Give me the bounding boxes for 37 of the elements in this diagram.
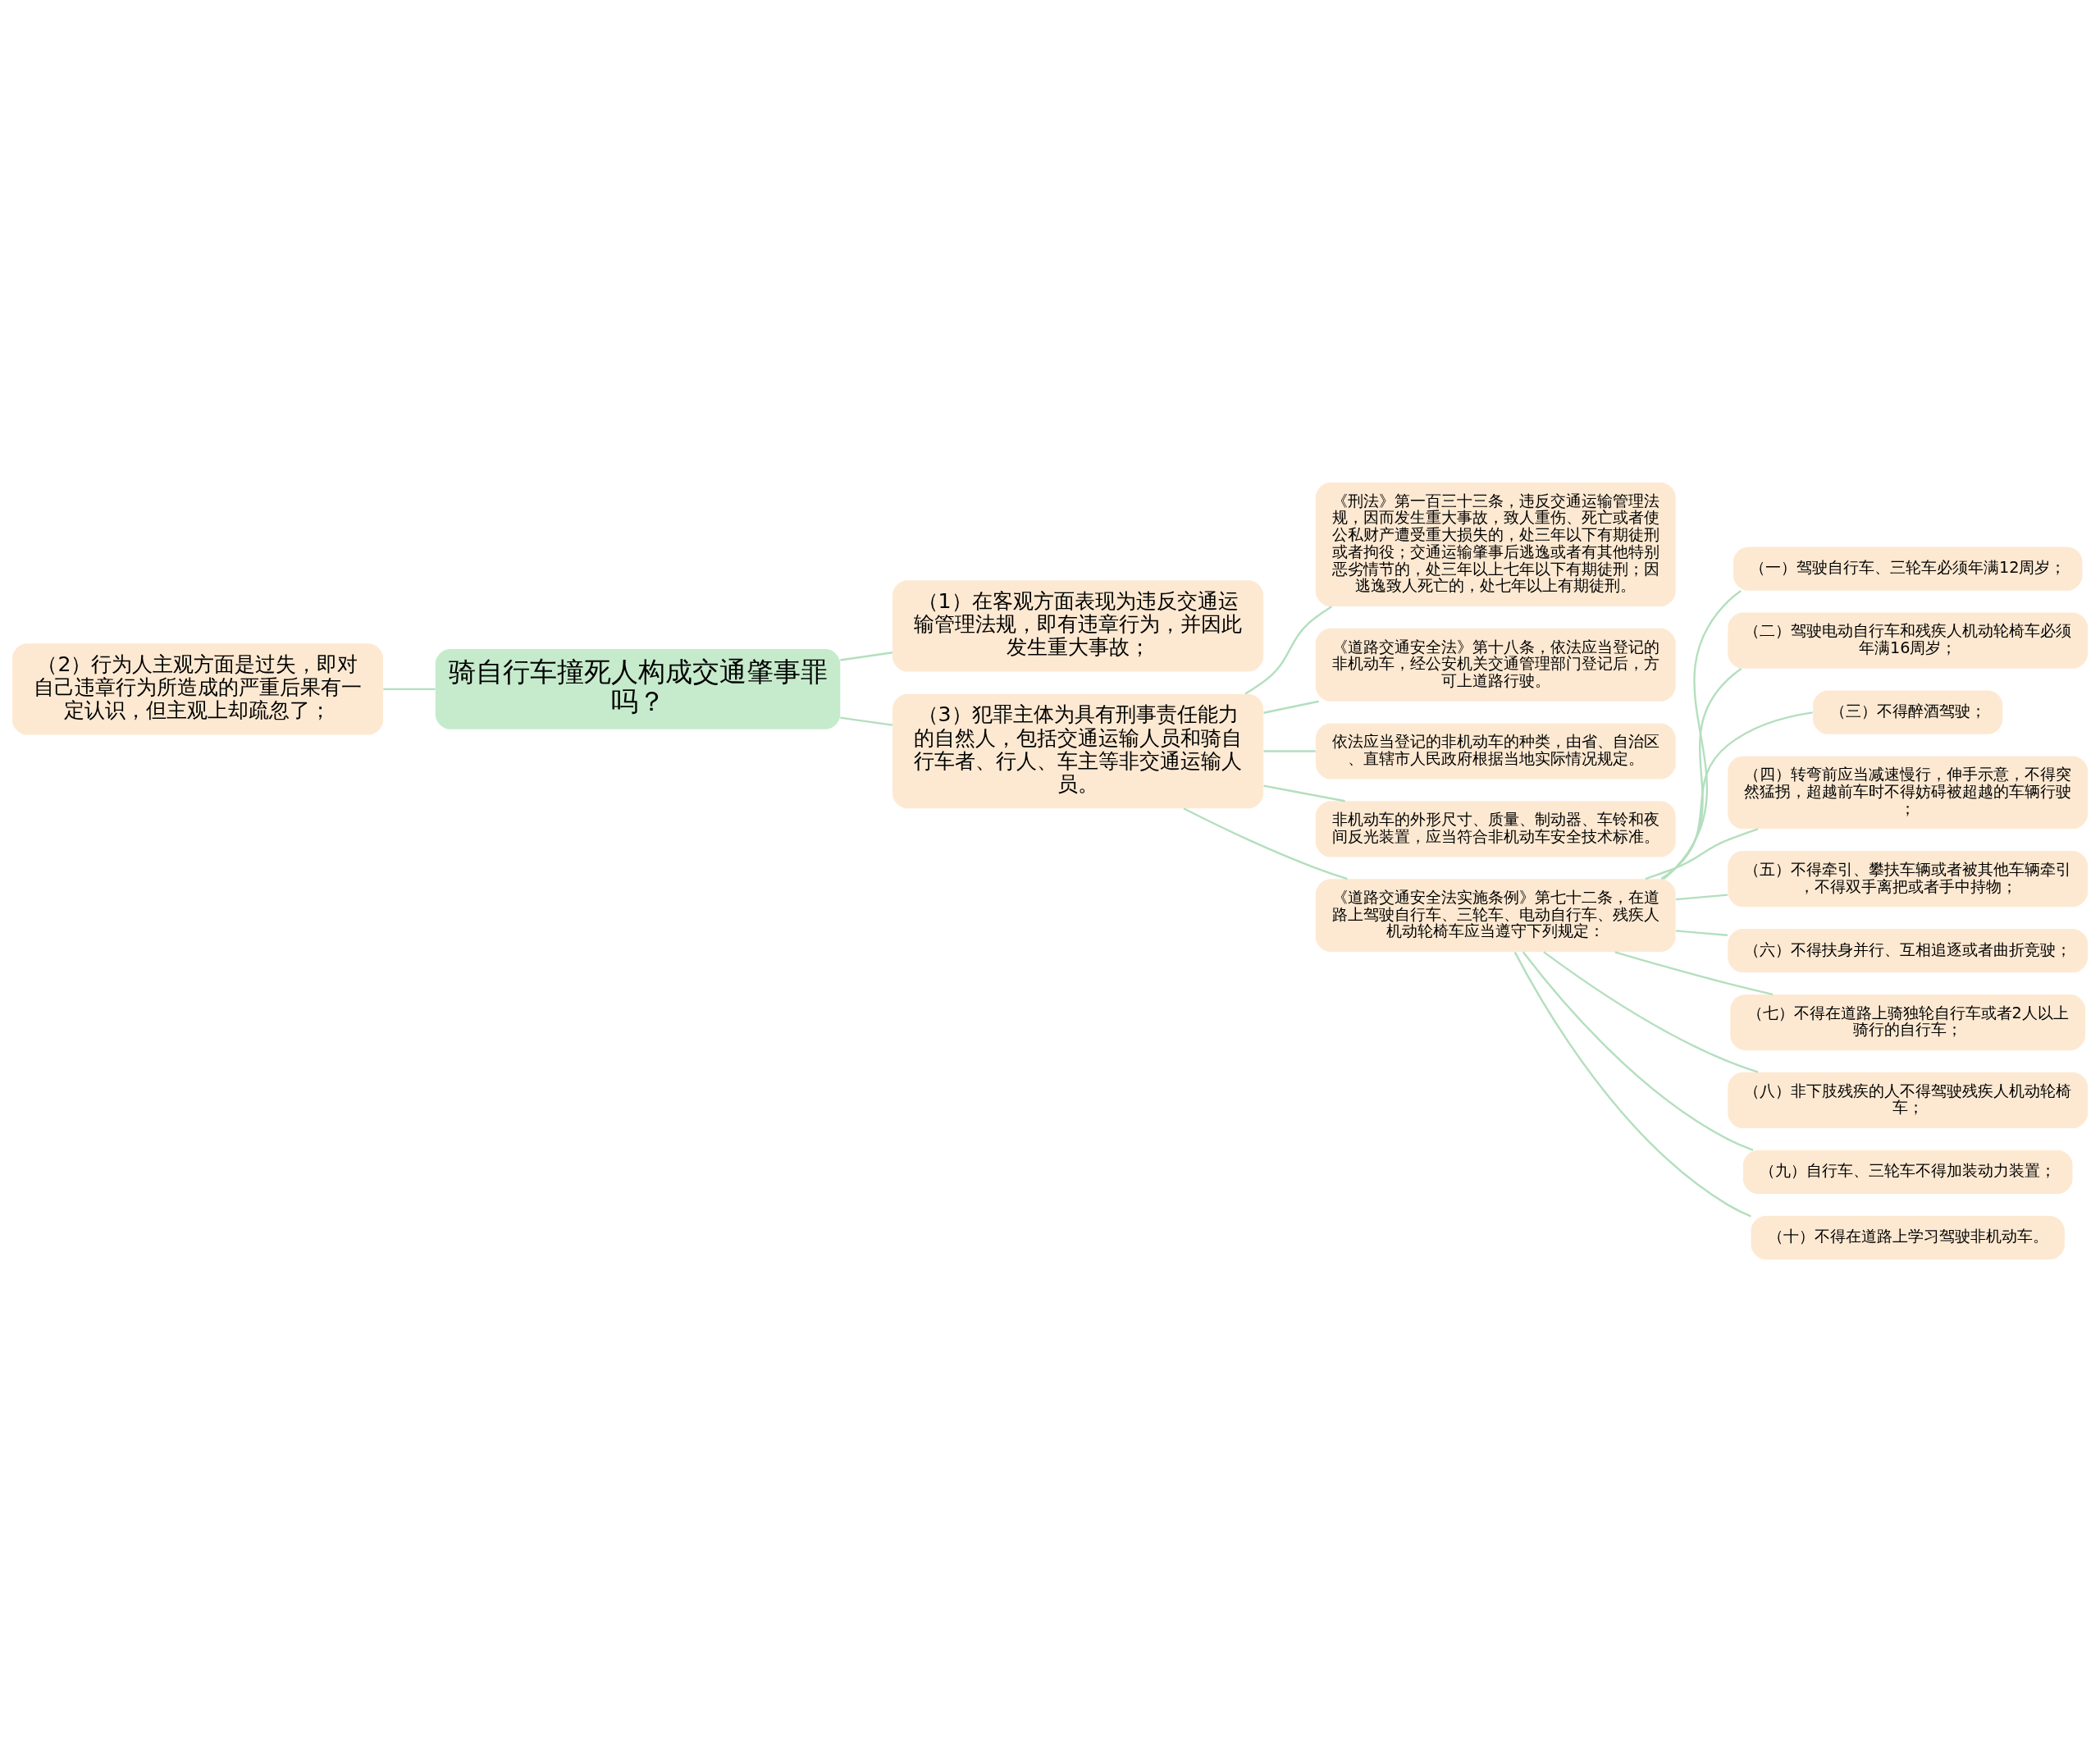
connector	[1263, 750, 1316, 752]
connector	[1183, 807, 1348, 880]
node-box: （五）不得牵引、攀扶车辆或者被其他车辆牵引，不得双手离把或者手中持物；	[1728, 851, 2089, 908]
node-box: 骑自行车撞死人构成交通肇事罪吗？	[435, 649, 841, 729]
connector	[1675, 894, 1728, 901]
connector	[1522, 951, 1754, 1151]
node-box: 《道路交通安全法实施条例》第七十二条，在道路上驾驶自行车、三轮车、电动自行车、残疾人机动轮椅车应当遵守下列规定：	[1315, 879, 1676, 953]
node-box: （1）在客观方面表现为违反交通运输管理法规，即有违章行为，并因此发生重大事故；	[892, 580, 1264, 672]
node-box: （六）不得扶身并行、互相追逐或者曲折竞驶；	[1728, 928, 2089, 973]
node-box: 非机动车的外形尺寸、质量、制动器、车铃和夜间反光装置，应当符合非机动车安全技术标准。	[1315, 801, 1676, 857]
connector	[1263, 784, 1345, 802]
node-box: 《道路交通安全法》第十八条，依法应当登记的非机动车，经公安机关交通管理部门登记后，方可上道路行驶。	[1315, 628, 1676, 702]
connector	[1645, 828, 1759, 880]
node-box: 《刑法》第一百三十三条，违反交通运输管理法规，因而发生重大事故，致人重伤、死亡或者使公私财产遭受重大损失的，处三年以下有期徒刑或者拘役；交通运输肇事后逃逸或者有其他特别恶劣情节的，处三年以上七年以下有期徒刑；因逃逸致人死亡的，处七年以上有期徒刑。	[1315, 482, 1676, 607]
connector	[840, 716, 893, 726]
node-box: （2）行为人主观方面是过失，即对自己违章行为所造成的严重后果有一定认识，但主观上却疏忽了；	[11, 643, 383, 735]
node-box: （十）不得在道路上学习驾驶非机动车。	[1751, 1215, 2065, 1260]
node-box: （八）非下肢残疾的人不得驾驶残疾人机动轮椅车；	[1728, 1072, 2089, 1128]
node-box: （七）不得在道路上骑独轮自行车或者2人以上骑行的自行车；	[1730, 994, 2086, 1051]
connector	[1663, 590, 1742, 880]
node-box: 依法应当登记的非机动车的种类，由省、自治区、直辖市人民政府根据当地实际情况规定。	[1315, 723, 1676, 780]
node-box: （四）转弯前应当减速慢行，伸手示意，不得突然猛拐，超越前车时不得妨碍被超越的车辆行驶；	[1728, 756, 2089, 830]
node-box: （一）驾驶自行车、三轮车必须年满12周岁；	[1733, 546, 2083, 591]
connector	[1244, 606, 1332, 695]
node-box: （3）犯罪主体为具有刑事责任能力的自然人，包括交通运输人员和骑自行车者、行人、车主等非交通运输人员。	[892, 693, 1264, 809]
connector	[840, 652, 893, 661]
connector	[1263, 700, 1319, 714]
node-box: （三）不得醉酒驾驶；	[1813, 690, 2003, 734]
connector	[1614, 951, 1774, 995]
connector	[1513, 951, 1751, 1218]
connector	[1676, 930, 1728, 936]
connector	[383, 688, 436, 691]
connector	[1543, 951, 1759, 1073]
connector	[1660, 711, 1813, 880]
node-box: （二）驾驶电动自行车和残疾人机动轮椅车必须年满16周岁；	[1728, 612, 2089, 669]
node-box: （九）自行车、三轮车不得加装动力装置；	[1742, 1150, 2073, 1195]
connector	[1662, 668, 1742, 880]
